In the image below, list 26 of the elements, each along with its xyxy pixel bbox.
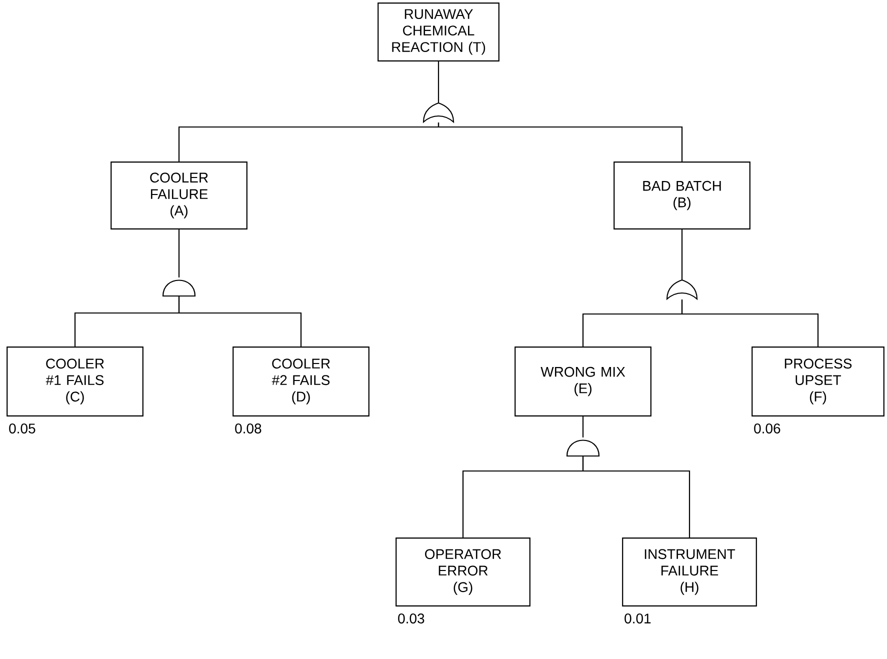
- connector-line: [178, 229, 180, 278]
- connector-line: [438, 61, 440, 104]
- event-box: COOLER #2 FAILS (D): [232, 346, 370, 416]
- connector-line: [178, 296, 302, 347]
- event-box: COOLER FAILURE (A): [110, 162, 248, 230]
- probability-label: 0.03: [398, 614, 424, 624]
- connector-line: [582, 456, 690, 538]
- event-box: OPERATOR ERROR (G): [396, 538, 530, 606]
- or-gate-symbol: [422, 102, 454, 123]
- and-gate-symbol: [162, 280, 196, 297]
- or-gate-symbol: [666, 279, 698, 300]
- event-box: PROCESS UPSET (F): [752, 346, 884, 416]
- connector-line: [681, 300, 819, 347]
- probability-label: 0.06: [754, 424, 780, 434]
- event-box: RUNAWAY CHEMICAL REACTION (T): [378, 2, 500, 62]
- event-box: INSTRUMENT FAILURE (H): [622, 538, 757, 606]
- probability-label: 0.05: [9, 424, 36, 434]
- event-box: COOLER #1 FAILS (C): [6, 346, 144, 416]
- connector-line: [582, 416, 584, 438]
- probability-label: 0.08: [235, 424, 262, 434]
- event-box: BAD BATCH (B): [614, 162, 750, 230]
- event-box: WRONG MIX (E): [514, 346, 652, 416]
- probability-label: 0.01: [624, 614, 651, 624]
- connector-line: [438, 122, 683, 162]
- and-gate-symbol: [566, 440, 600, 457]
- connector-line: [681, 229, 683, 280]
